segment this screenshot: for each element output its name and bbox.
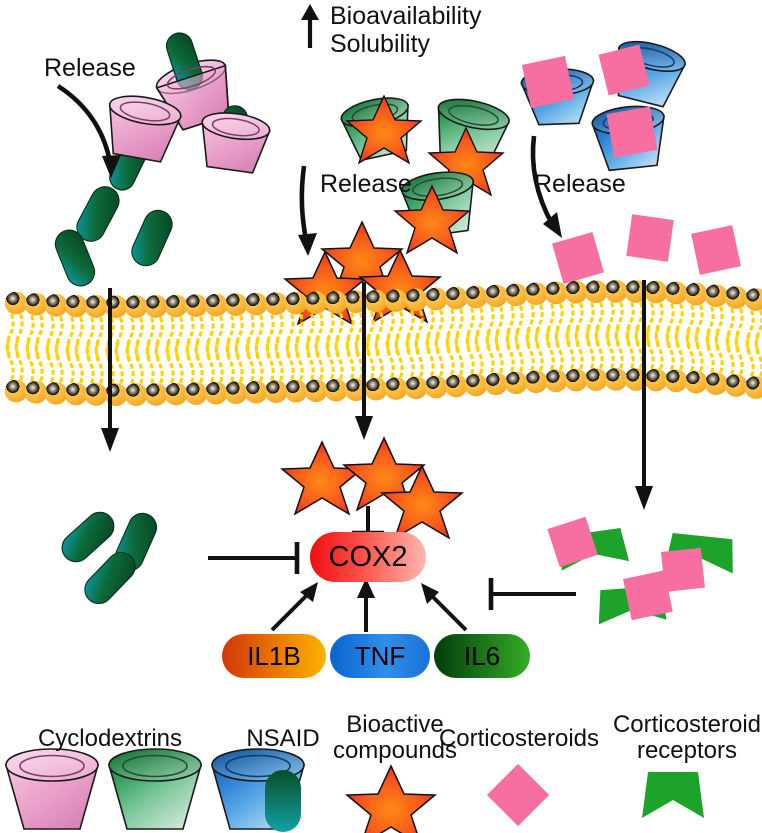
legend-label-corticosteroids: Corticosteroids [438,725,600,752]
il6-node-label[interactable]: IL6 [463,640,501,671]
lipid-bilayer [4,279,762,406]
solubility-label: Solubility [330,30,431,58]
regulation-edges [208,506,576,632]
legend-label-nsaid: NSAID [246,725,320,752]
legend-label-cyclodextrins: Cyclodextrins [37,725,183,752]
cox2-node-label[interactable]: COX2 [328,540,408,573]
intracellular-species [61,436,733,625]
bioavailability-arrow [301,4,319,48]
carrier-group-corticosteroid [520,40,741,284]
node-shapes [222,532,530,678]
release-label-left: Release [44,54,136,82]
il1b-node-label[interactable]: IL1B [247,640,301,671]
legend-label-bioactive-compounds: Bioactive compounds [332,711,458,765]
release-label-center: Release [320,170,412,198]
release-label-right: Release [534,170,626,198]
bioavailability-label: Bioavailability [330,2,482,30]
transport-arrows [101,280,653,510]
carrier-group-nsaid [54,32,271,287]
tnf-node-label[interactable]: TNF [354,640,406,671]
legend-label-corticosteroid-receptors: Corticosteroid receptors [612,711,762,765]
legend-icons [4,748,704,833]
